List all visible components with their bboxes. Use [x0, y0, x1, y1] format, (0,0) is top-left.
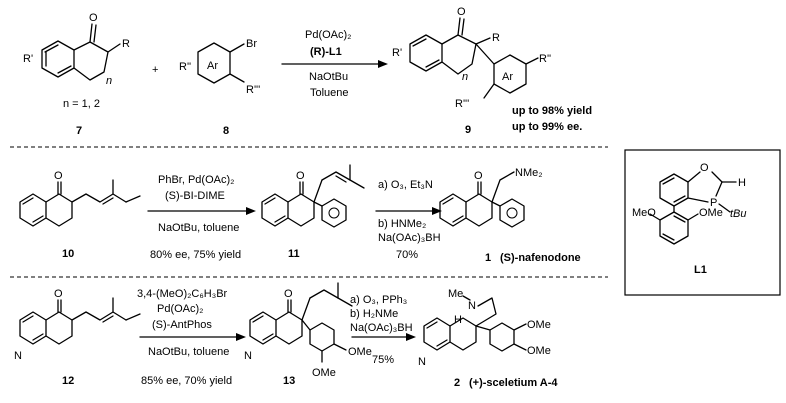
ligand-label: L1 — [694, 264, 707, 276]
compound-7-label: 7 — [76, 125, 82, 137]
prod9-Rprime: R' — [392, 47, 402, 59]
sm10-O: O — [54, 170, 63, 182]
conditions-3b: a) O₃, PPh₃ b) H₂NMe Na(OAc)₃BH 75% — [350, 294, 416, 366]
ligand-tBu: tBu — [730, 208, 747, 220]
cond3-line2: Pd(OAc)₂ — [157, 303, 203, 315]
prod2-pyN: N — [418, 356, 426, 368]
sub1-n: n — [106, 75, 112, 87]
compound-2-label: 2 — [454, 377, 460, 389]
int13-OMe2: OMe — [312, 367, 336, 379]
compound-8-label: 8 — [223, 125, 229, 137]
cond3b-step-b: b) H₂NMe — [350, 308, 398, 320]
cond3-line1: 3,4-(MeO)₂C₆H₃Br — [137, 288, 228, 300]
cond2b-step-b: b) HNMe₂ — [378, 218, 426, 230]
conditions-3: 3,4-(MeO)₂C₆H₃Br Pd(OAc)₂ (S)-AntPhos Na… — [137, 288, 246, 387]
prod9-O: O — [457, 6, 466, 18]
product-9: O R R' n Ar R'' R''' 9 up to 98% yield u… — [392, 6, 592, 136]
cond3-line3: (S)-AntPhos — [152, 319, 212, 331]
compound-10-label: 10 — [62, 248, 74, 260]
cond2b-yield: 70% — [396, 249, 418, 261]
prod2-Me: Me — [448, 288, 463, 300]
cond1-line2: (R)-L1 — [310, 46, 342, 58]
yield-note: up to 98% yield — [512, 105, 592, 117]
conditions-2b: a) O₃, Et₃N b) HNMe₂ Na(OAc)₃BH 70% — [375, 179, 442, 261]
product-1: O NMe₂ 1 (S)-nafenodone — [439, 167, 581, 264]
cond2-line3: NaOtBu, toluene — [158, 222, 239, 234]
prod9-Rpp: R'' — [539, 53, 551, 65]
sub1-caption: n = 1, 2 — [63, 98, 100, 110]
ee-note: up to 99% ee. — [512, 121, 582, 133]
int11-O: O — [296, 170, 305, 182]
substrate-10: O 10 — [19, 170, 141, 260]
int13-O: O — [284, 288, 293, 300]
prod9-Rppp: R''' — [455, 98, 469, 110]
sub2-Rppp: R''' — [246, 84, 260, 96]
compound-9-label: 9 — [465, 124, 471, 136]
product-2: N H N Me OMe OMe 2 (+)-sceletium A-4 — [418, 288, 558, 389]
prod1-O: O — [474, 170, 483, 182]
sm12-O: O — [54, 288, 63, 300]
int13-OMe1: OMe — [348, 346, 372, 358]
prod9-n: n — [462, 71, 468, 83]
ligand-OMe: OMe — [699, 207, 723, 219]
carbonyl-O: O — [89, 12, 98, 24]
int13-N: N — [244, 350, 252, 362]
substrate-7: O R R' n n = 1, 2 7 — [23, 12, 130, 137]
substrate-8: Ar Br R''' R'' 8 — [179, 38, 260, 137]
cond1-line1: Pd(OAc)₂ — [305, 29, 351, 41]
prod2-H: H — [454, 314, 462, 326]
sub2-Br: Br — [246, 38, 257, 50]
sub2-Ar: Ar — [207, 60, 218, 72]
prod2-name: (+)-sceletium A-4 — [469, 377, 558, 389]
cond1-line3: NaOtBu — [309, 71, 348, 83]
sm12-N: N — [14, 350, 22, 362]
ligand-P: P — [710, 197, 717, 209]
prod2-OMe2: OMe — [527, 345, 551, 357]
compound-11-label: 11 — [288, 248, 300, 260]
cond3b-step-a: a) O₃, PPh₃ — [350, 294, 407, 306]
intermediate-11: O 11 — [261, 164, 365, 260]
intermediate-13: N O OMe OMe 13 — [244, 282, 372, 387]
cond2-line1: PhBr, Pd(OAc)₂ — [158, 174, 234, 186]
prod9-R: R — [492, 32, 500, 44]
prod9-Ar: Ar — [502, 71, 513, 83]
ligand-L1-box: O H P tBu MeO OMe L1 — [624, 149, 781, 296]
prod1-name: (S)-nafenodone — [500, 252, 581, 264]
ligand-H: H — [738, 177, 746, 189]
conditions-2: PhBr, Pd(OAc)₂ (S)-BI-DIME NaOtBu, tolue… — [147, 174, 256, 261]
compound-1-label: 1 — [485, 252, 491, 264]
ligand-MeO: MeO — [632, 207, 656, 219]
sub2-Rpp: R'' — [179, 61, 191, 73]
plus-sign: + — [152, 64, 158, 76]
cond3b-yield: 75% — [372, 354, 394, 366]
cond2-line2: (S)-BI-DIME — [165, 190, 225, 202]
compound-12-label: 12 — [62, 375, 74, 387]
conditions-1: Pd(OAc)₂ (R)-L1 NaOtBu Toluene — [281, 29, 388, 99]
cond3-line4: NaOtBu, toluene — [148, 346, 229, 358]
compound-13-label: 13 — [283, 375, 295, 387]
sub1-R: R — [122, 38, 130, 50]
result2: 80% ee, 75% yield — [150, 249, 241, 261]
cond2b-step-c: Na(OAc)₃BH — [378, 232, 441, 244]
prod2-OMe1: OMe — [527, 319, 551, 331]
cond1-line4: Toluene — [310, 87, 349, 99]
prod2-N: N — [468, 300, 476, 312]
cond3b-step-c: Na(OAc)₃BH — [350, 322, 413, 334]
substrate-12: O N 12 — [14, 288, 141, 387]
result3: 85% ee, 70% yield — [141, 375, 232, 387]
sub1-Rprime: R' — [23, 53, 33, 65]
prod1-amine: NMe₂ — [515, 167, 543, 179]
cond2b-step-a: a) O₃, Et₃N — [378, 179, 433, 191]
ligand-O: O — [700, 162, 709, 174]
